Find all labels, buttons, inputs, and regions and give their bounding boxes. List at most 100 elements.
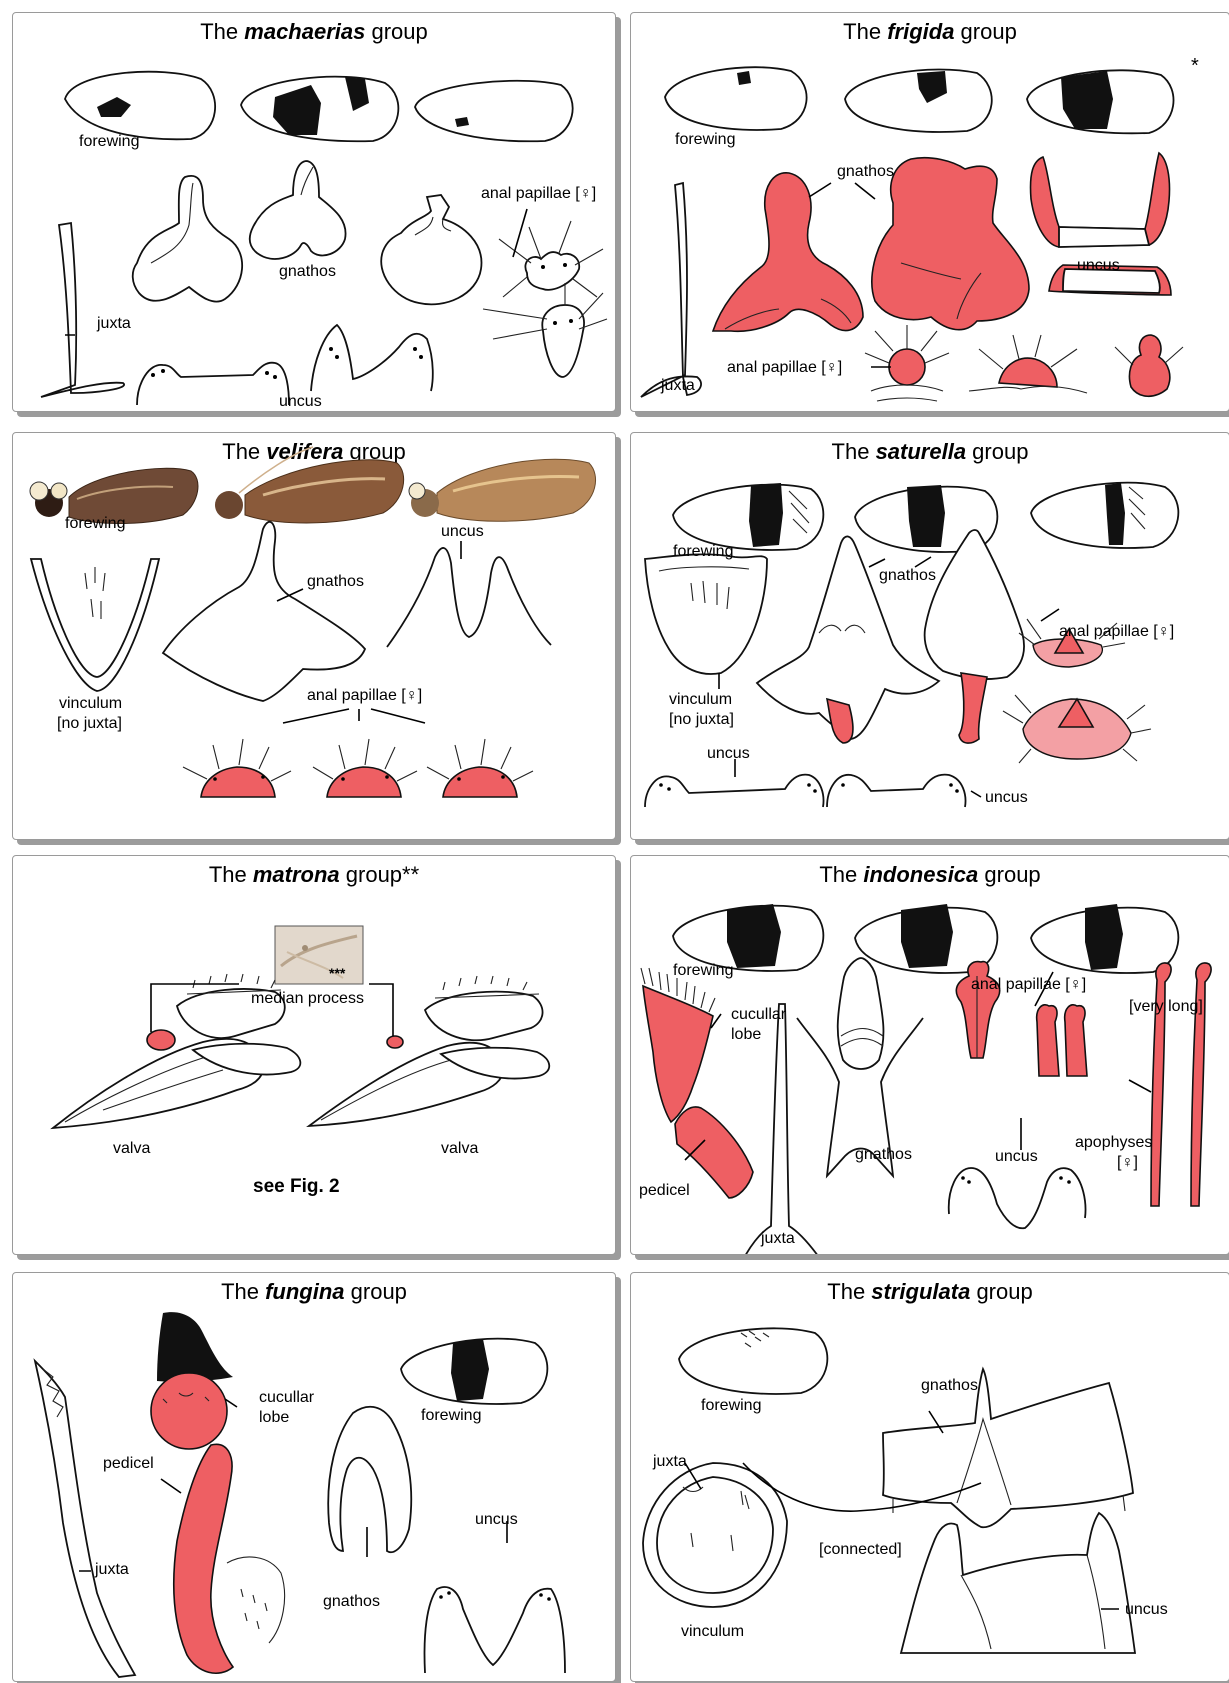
gnathos-drawing — [163, 522, 365, 701]
gnathos-drawing-1 — [713, 173, 863, 331]
label-uncus: uncus — [279, 393, 322, 411]
forewing-drawing-1 — [665, 67, 807, 130]
label-gnathos: gnathos — [323, 1593, 380, 1611]
uncus-drawing — [425, 1587, 566, 1673]
panel-indonesica: The indonesica group forewing anal papil… — [630, 855, 1229, 1255]
see-figure-link[interactable]: see Fig. 2 — [253, 1178, 340, 1196]
anal-papillae-drawing-3 — [1115, 335, 1183, 396]
inset-photo — [275, 926, 363, 984]
label-pedicel: pedicel — [103, 1455, 154, 1473]
label-juxta: juxta — [653, 1453, 687, 1471]
anal-papillae-drawing-1 — [499, 221, 603, 297]
label-anal-papillae: anal papillae [♀] — [1059, 623, 1174, 641]
label-connected: [connected] — [819, 1541, 902, 1559]
gnathos-drawing-1 — [133, 176, 242, 302]
uncus-drawing — [901, 1513, 1135, 1653]
inset-stars: *** — [329, 964, 345, 982]
gnathos-drawing — [328, 1407, 411, 1552]
label-forewing: forewing — [701, 1397, 761, 1415]
label-valva-1: valva — [113, 1140, 150, 1158]
uncus-drawing-2 — [827, 775, 965, 807]
vinculum-drawing — [645, 554, 767, 674]
panel-matrona: The matrona group** *** median process v… — [12, 855, 616, 1255]
anal-papillae-drawing-1 — [183, 739, 291, 797]
label-apophyses: apophyses — [1075, 1134, 1152, 1152]
panel-saturella: The saturella group forewing gnathos ana… — [630, 432, 1229, 840]
moth-photo-2 — [215, 447, 404, 523]
label-gnathos: gnathos — [307, 573, 364, 591]
label-anal-papillae: anal papillae [♀] — [727, 359, 842, 377]
anal-papillae-drawing-2 — [1037, 1005, 1087, 1076]
label-vinculum: vinculum — [681, 1623, 744, 1641]
anal-papillae-drawing-2 — [483, 283, 607, 377]
machaerias-drawings — [13, 13, 615, 411]
gnathos-drawing-3 — [381, 195, 481, 304]
panel-strigulata: The strigulata group forewing gnathos ju… — [630, 1272, 1229, 1682]
label-cucullar-lobe: lobe — [731, 1026, 761, 1044]
uncus-drawing — [387, 548, 551, 647]
label-uncus-1: uncus — [707, 745, 750, 763]
juxta-drawing — [641, 183, 701, 397]
forewing-drawing — [679, 1328, 827, 1394]
label-juxta: juxta — [97, 315, 131, 333]
strigulata-drawings — [631, 1273, 1229, 1681]
cucullar-lobe-drawing — [151, 1312, 233, 1449]
juxta-drawing — [41, 223, 124, 397]
uncus-drawing-1 — [1031, 153, 1170, 247]
label-forewing: forewing — [421, 1407, 481, 1425]
label-vinculum: vinculum — [59, 695, 122, 713]
median-process-1 — [147, 1030, 175, 1050]
pedicel-drawing — [174, 1444, 285, 1673]
uncus-drawing — [949, 1168, 1086, 1228]
anal-papillae-drawing-3 — [427, 739, 533, 797]
anal-papillae-drawing-1 — [865, 325, 949, 401]
vinculum-drawing — [31, 559, 159, 691]
uncus-drawing-1 — [645, 775, 823, 807]
forewing-drawing-3 — [415, 81, 573, 141]
label-uncus: uncus — [1125, 1601, 1168, 1619]
label-uncus: uncus — [1077, 257, 1120, 275]
anal-papillae-drawing-2 — [969, 335, 1087, 393]
label-juxta: juxta — [661, 377, 695, 395]
label-anal-papillae: anal papillae [♀] — [481, 185, 596, 203]
gnathos-drawing-2 — [925, 530, 1024, 743]
label-forewing: forewing — [673, 962, 733, 980]
label-valva-2: valva — [441, 1140, 478, 1158]
label-pedicel: pedicel — [639, 1182, 690, 1200]
label-uncus: uncus — [995, 1148, 1038, 1166]
vinculum-drawing — [643, 1463, 787, 1607]
anal-papillae-drawing-2 — [1003, 695, 1151, 763]
gnathos-drawing-2 — [872, 158, 1029, 330]
indonesica-drawings — [631, 856, 1229, 1254]
label-apophyses-female: [♀] — [1117, 1154, 1138, 1172]
label-gnathos: gnathos — [837, 163, 894, 181]
label-uncus: uncus — [441, 523, 484, 541]
label-forewing: forewing — [79, 133, 139, 151]
panel-machaerias: The machaerias group forewing juxta gnat… — [12, 12, 616, 412]
anal-papillae-drawing-2 — [313, 739, 417, 797]
cucullar-lobe-drawing — [641, 968, 715, 1122]
label-forewing: forewing — [673, 543, 733, 561]
label-no-juxta: [no juxta] — [57, 715, 122, 733]
moth-photo-3 — [409, 459, 596, 521]
label-gnathos: gnathos — [921, 1377, 978, 1395]
uncus-drawing-1 — [137, 363, 289, 405]
panel-frigida: The frigida group * forewing gnathos unc… — [630, 12, 1229, 412]
gnathos-drawing-2 — [250, 161, 346, 259]
label-juxta: juxta — [761, 1230, 795, 1248]
forewing-drawing-1 — [673, 483, 823, 550]
frigida-drawings — [631, 13, 1229, 411]
label-cucullar: cucullar — [259, 1389, 314, 1407]
forewing-drawing-2 — [241, 77, 398, 142]
label-uncus: uncus — [475, 1511, 518, 1529]
forewing-drawing-3 — [1027, 70, 1174, 133]
uncus-drawing-2 — [311, 325, 433, 391]
label-very-long: [very long] — [1129, 998, 1203, 1016]
label-uncus-2: uncus — [985, 789, 1028, 807]
fungina-drawings — [13, 1273, 615, 1681]
forewing-drawing — [401, 1339, 547, 1404]
label-forewing: forewing — [675, 131, 735, 149]
forewing-drawing-1 — [65, 72, 215, 140]
label-gnathos: gnathos — [279, 263, 336, 281]
label-vinculum: vinculum — [669, 691, 732, 709]
